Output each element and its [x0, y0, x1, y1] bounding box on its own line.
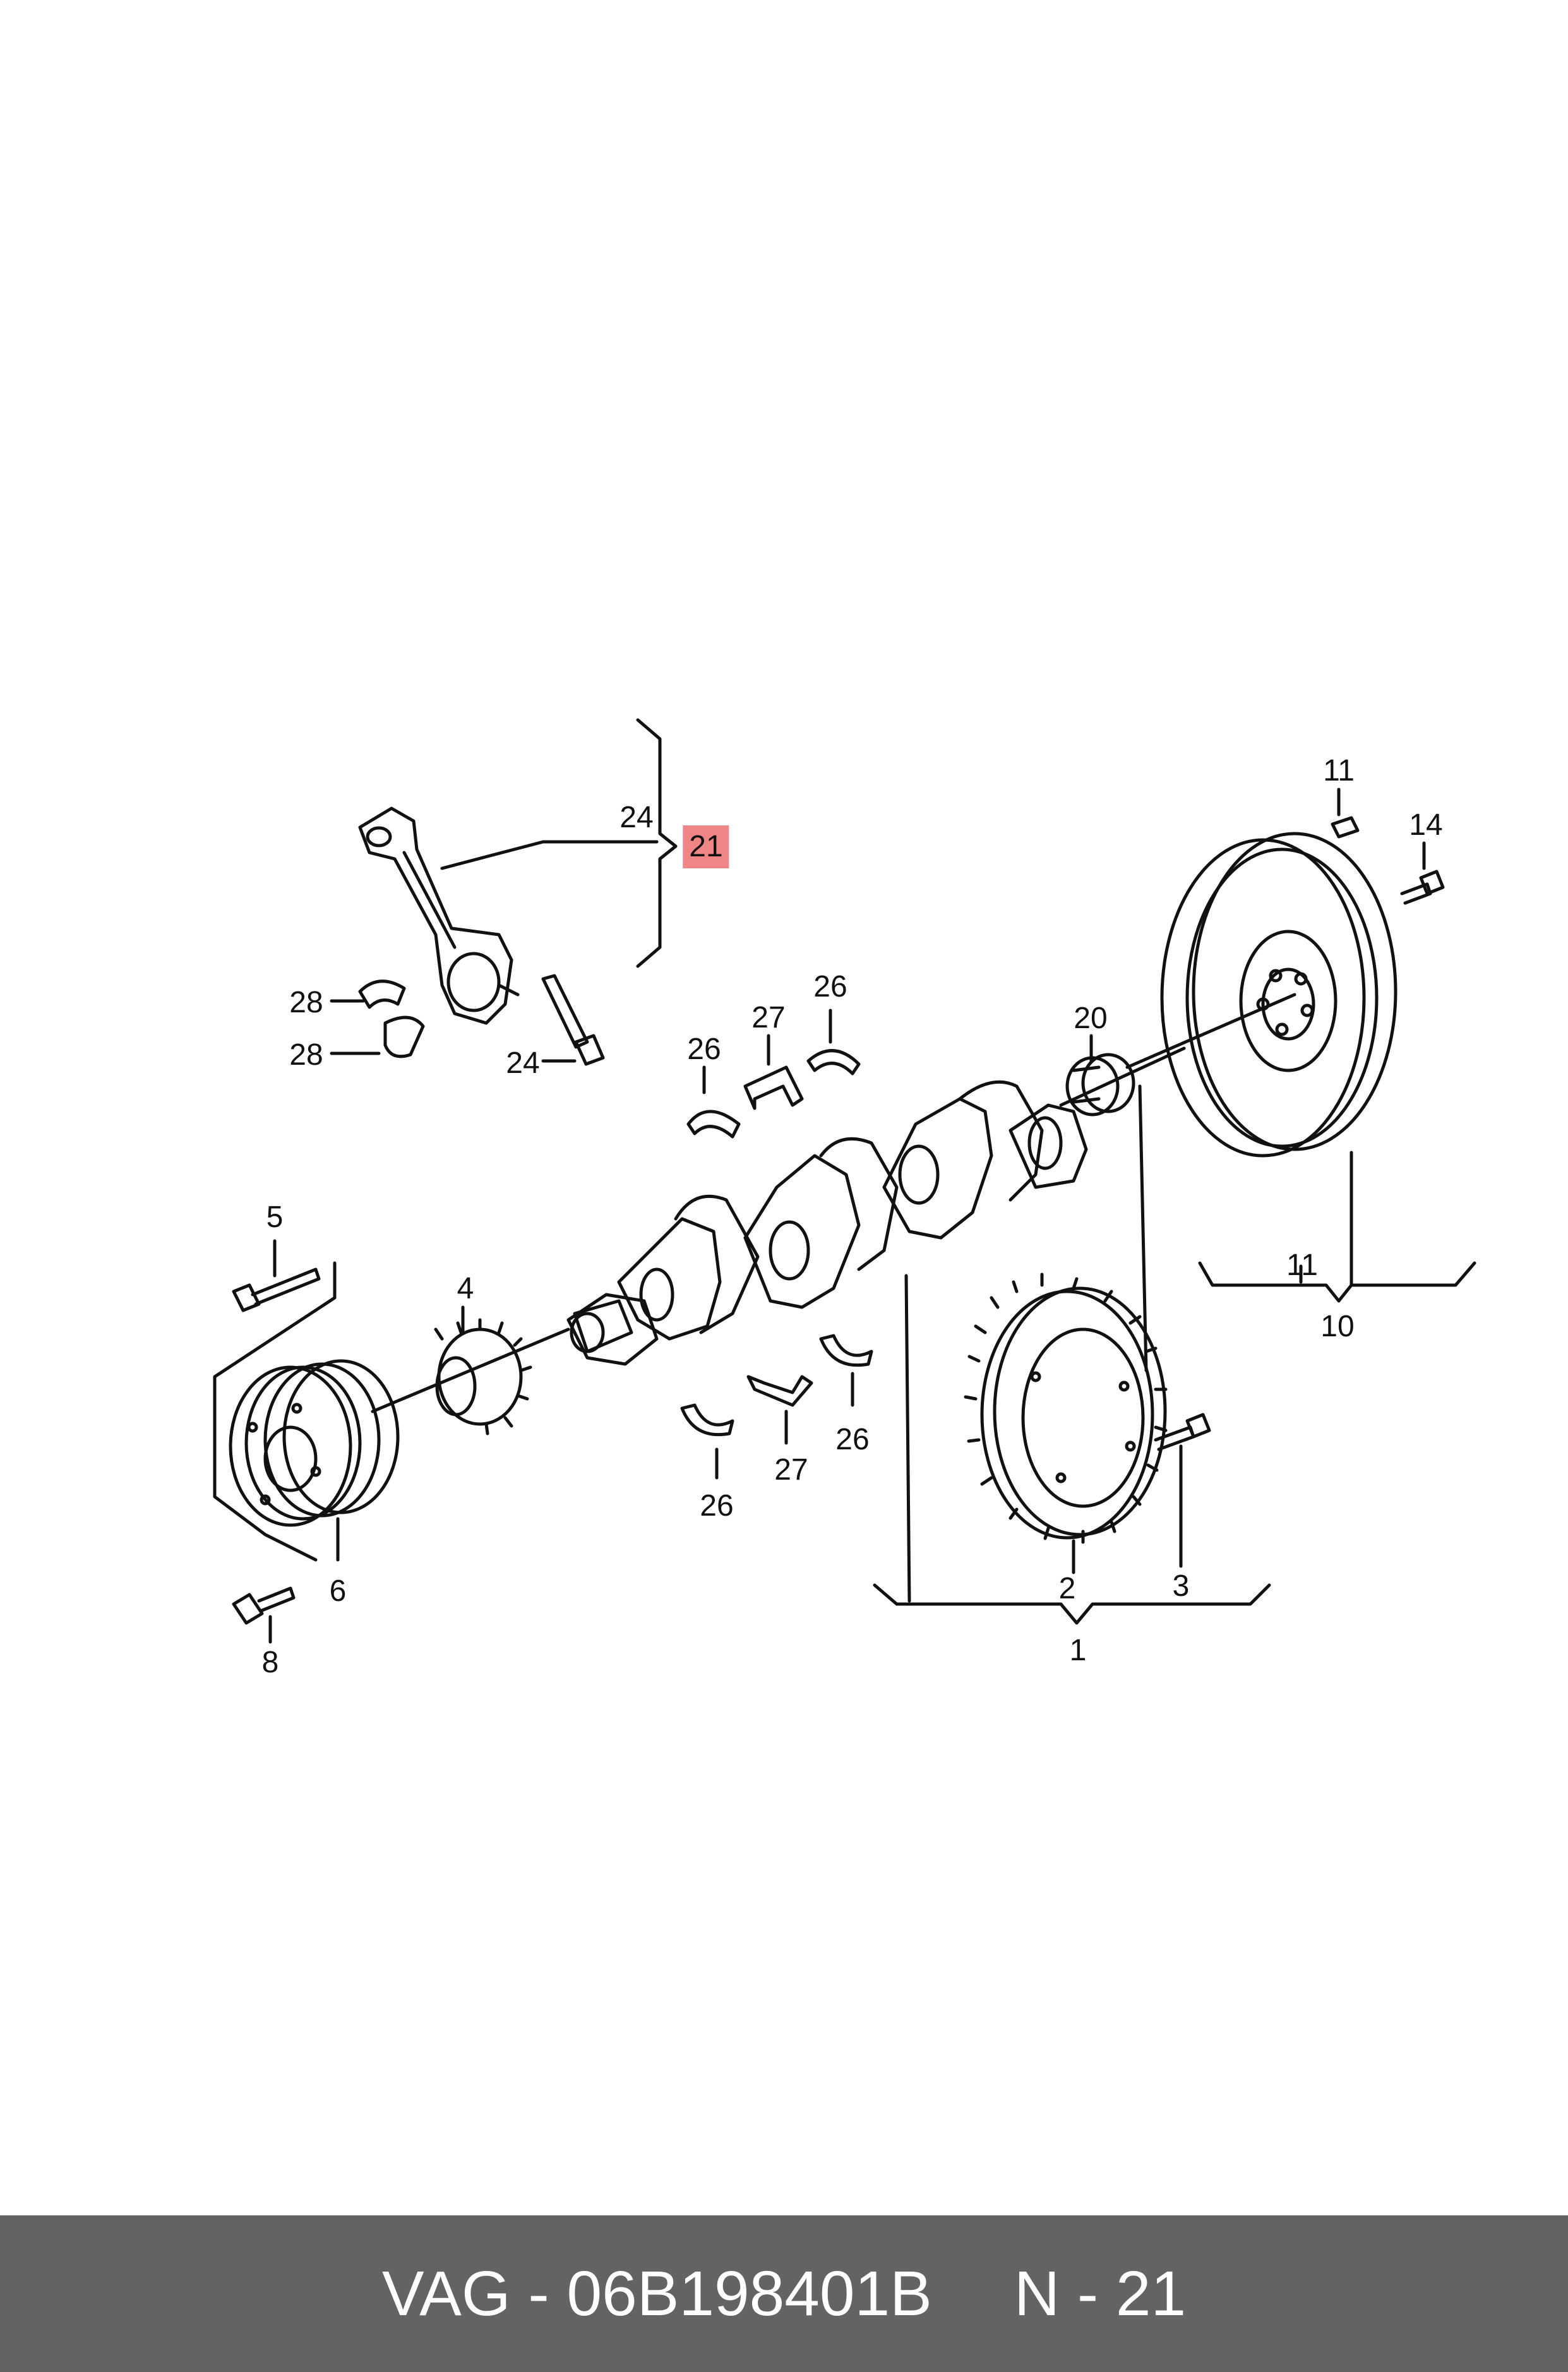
dowel-pin	[1331, 816, 1360, 839]
rod-bearing-shells	[358, 979, 425, 1058]
callout-4: 4	[457, 1272, 474, 1305]
callout-1: 1	[1069, 1634, 1087, 1667]
callout-11-top: 11	[1323, 754, 1355, 788]
callout-26-top-l: 26	[687, 1033, 721, 1066]
callout-3: 3	[1172, 1569, 1190, 1603]
leader-flywheel-axis	[1125, 993, 1296, 1069]
drive-plate	[964, 1273, 1168, 1544]
leader-1-crank	[904, 1274, 911, 1603]
leader-20-axis	[1059, 1046, 1186, 1107]
thrust-washers-upper	[686, 1049, 861, 1139]
drive-plate-bolt	[1154, 1413, 1211, 1451]
crank-gear	[434, 1318, 532, 1435]
callout-5: 5	[266, 1201, 284, 1234]
exploded-parts-diagram	[213, 718, 1476, 1644]
callout-27-top: 27	[751, 1001, 786, 1034]
callout-26-bot-l: 26	[700, 1489, 734, 1523]
vibration-damper	[229, 1359, 400, 1527]
callout-11-bottom: 11	[1286, 1249, 1318, 1282]
crankshaft	[566, 1080, 1088, 1366]
callout-24-top: 24	[619, 801, 654, 834]
callout-8: 8	[261, 1646, 279, 1679]
callout-26-bot-r: 26	[835, 1423, 870, 1456]
bracket-6	[213, 1261, 337, 1562]
crank-nose	[570, 1299, 633, 1353]
callout-14: 14	[1409, 808, 1443, 842]
callout-28-b: 28	[289, 1038, 323, 1072]
callout-10: 10	[1320, 1310, 1355, 1343]
bolt-8	[232, 1586, 296, 1625]
footer-position: N - 21	[1014, 2258, 1187, 2329]
needle-bearing	[1065, 1053, 1135, 1117]
callout-28-a: 28	[289, 986, 323, 1019]
connecting-rod	[358, 806, 520, 1025]
part-number-footer: VAG - 06B198401B N - 21	[0, 2215, 1568, 2372]
callout-24-bolt: 24	[506, 1046, 540, 1080]
callout-21: 21	[683, 825, 729, 868]
callout-20: 20	[1074, 1002, 1108, 1035]
callout-2: 2	[1058, 1572, 1076, 1605]
bolt-5	[232, 1267, 321, 1312]
rod-bolt	[541, 974, 605, 1066]
leader-21-rod	[440, 840, 659, 870]
bracket-1	[873, 1583, 1271, 1625]
thrust-washers-lower	[680, 1334, 873, 1437]
callout-6: 6	[329, 1574, 347, 1608]
bracket-21	[636, 718, 678, 968]
callout-26-top-r: 26	[813, 970, 847, 1003]
flywheel	[1160, 832, 1397, 1158]
footer-part-number: VAG - 06B198401B	[381, 2258, 932, 2329]
bracket-10	[1198, 1261, 1476, 1303]
callout-27-bot: 27	[774, 1453, 808, 1487]
flywheel-bolt	[1400, 870, 1445, 905]
leader-ring-gear-vertical	[1138, 1084, 1148, 1372]
